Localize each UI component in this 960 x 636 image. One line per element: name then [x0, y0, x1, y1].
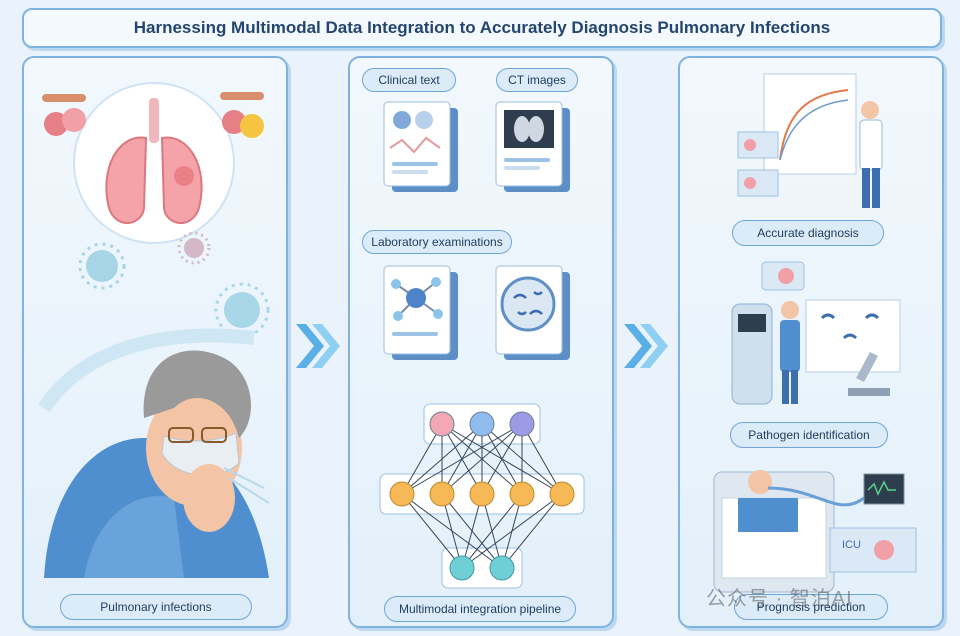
hidden-node [389, 481, 415, 507]
ct-images-label: CT images [496, 68, 578, 92]
network-edge [461, 493, 483, 569]
panel-outcomes: Accurate diagnosis Pathogen identificati… [678, 56, 944, 628]
neural-network-diagram [379, 403, 585, 589]
network-edge [521, 423, 563, 495]
virus-icon-3 [214, 282, 270, 338]
hidden-node [549, 481, 575, 507]
network-edge [401, 423, 523, 495]
network-edge [441, 493, 463, 569]
pathogen-lab-illustration [731, 261, 901, 405]
patient-illustration [38, 82, 270, 578]
pulmonary-infections-label: Pulmonary infections [60, 594, 252, 620]
watermark-text: 公众号 · 智泊AI [706, 588, 853, 610]
network-edge [401, 493, 463, 569]
virus-icon-1 [78, 242, 126, 290]
network-edge [461, 493, 523, 569]
panel-multimodal-data: Clinical text CT images Laboratory exami… [348, 56, 614, 628]
input-node [469, 411, 495, 437]
ct-image-document-icon [495, 101, 570, 192]
bacteria-document-icon [495, 265, 570, 360]
network-edge [401, 423, 443, 495]
output-node [489, 555, 515, 581]
title-bar: Harnessing Multimodal Data Integration t… [22, 8, 942, 48]
pathogen-identification-label: Pathogen identification [730, 422, 888, 448]
input-node [429, 411, 455, 437]
alveoli-right-icon [220, 92, 264, 138]
page-title: Harnessing Multimodal Data Integration t… [133, 18, 831, 37]
accurate-diagnosis-label: Accurate diagnosis [732, 220, 884, 246]
network-edge [481, 423, 523, 495]
network-edge [441, 423, 523, 495]
multimodal-pipeline-label: Multimodal integration pipeline [384, 596, 576, 622]
network-edge [461, 493, 563, 569]
chevron-arrow-2 [624, 324, 668, 368]
panel-pulmonary-infections: Pulmonary infections [22, 56, 288, 628]
lungs-icon [105, 98, 203, 224]
hidden-node [509, 481, 535, 507]
molecule-document-icon [383, 265, 458, 360]
input-node [509, 411, 535, 437]
hidden-node [429, 481, 455, 507]
icu-patient-illustration: ICU [713, 470, 917, 593]
doctor-with-chart-illustration [737, 73, 883, 208]
output-node [449, 555, 475, 581]
hidden-node [469, 481, 495, 507]
clinical-text-document-icon [383, 101, 458, 192]
network-edge [501, 493, 563, 569]
virus-icon-2 [177, 231, 211, 265]
elderly-patient-coughing [44, 350, 270, 578]
prognosis-prediction-label: Prognosis prediction [734, 594, 888, 620]
network-edge [401, 423, 483, 495]
laboratory-examinations-label: Laboratory examinations [362, 230, 512, 254]
icu-label: ICU [842, 539, 861, 551]
chevron-arrow-1 [296, 324, 340, 368]
clinical-text-label: Clinical text [362, 68, 456, 92]
alveoli-left-icon [42, 94, 86, 136]
